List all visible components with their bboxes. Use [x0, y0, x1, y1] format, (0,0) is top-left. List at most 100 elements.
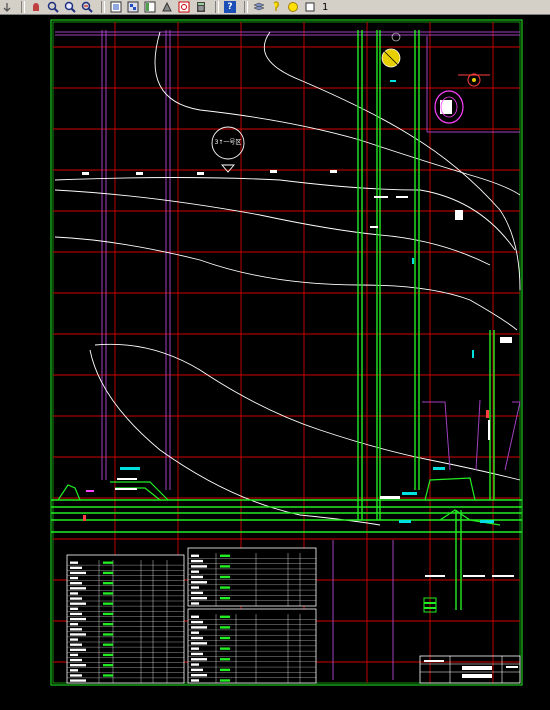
table-cell-mark: [70, 638, 78, 641]
table-cell-mark: [191, 591, 203, 595]
table-cell-mark: [70, 602, 86, 605]
table-cell-mark: [103, 664, 113, 667]
table-cell-mark: [191, 673, 207, 677]
table-cell-mark: [70, 566, 82, 569]
contour-lines: [54, 31, 521, 526]
table-cell-mark: [70, 617, 86, 621]
stair-shapes: [57, 477, 501, 526]
layer-color-icon[interactable]: [286, 1, 300, 13]
table-cell-mark: [220, 668, 230, 672]
table-cell-mark: [191, 631, 199, 634]
table-cell-mark: [191, 647, 199, 650]
quantity-table: [187, 608, 317, 684]
table-cell-mark: [103, 612, 113, 616]
table-cell-mark: [70, 664, 86, 667]
layer-state-icon[interactable]: [269, 1, 283, 13]
markup-icon[interactable]: [177, 1, 191, 13]
table-cell-mark: [191, 596, 207, 600]
table-cell-mark: [191, 559, 203, 563]
properties-icon[interactable]: [109, 1, 123, 13]
help-icon-label: ?: [224, 1, 236, 13]
table-cell-mark: [191, 642, 207, 645]
table-cell-mark: [220, 565, 230, 568]
table-cell-mark: [70, 658, 82, 662]
table-cell-mark: [191, 663, 199, 666]
pan-hand-icon[interactable]: [29, 1, 43, 13]
layer-manager-icon[interactable]: [252, 1, 266, 13]
table-cell-mark: [103, 592, 113, 595]
green-horizontal-band: [51, 499, 522, 533]
table-cell-mark: [103, 643, 113, 646]
table-cell-mark: [103, 602, 113, 605]
table-cell-mark: [220, 658, 230, 661]
sheet-set-icon[interactable]: [160, 1, 174, 13]
purple-road-lines: [55, 30, 520, 680]
zoom-previous-icon[interactable]: [80, 1, 94, 13]
table-cell-mark: [103, 561, 113, 564]
table-cell-mark: [70, 571, 86, 575]
lower-annotations: [423, 575, 514, 613]
purple-wall-shapes: [422, 399, 521, 471]
table-cell-mark: [191, 586, 199, 589]
legend-table: [187, 547, 317, 607]
table-cell-mark: [191, 658, 207, 661]
data-tables: [66, 547, 317, 684]
table-cell-mark: [70, 623, 78, 626]
table-cell-mark: [103, 623, 113, 626]
table-cell-mark: [70, 582, 82, 585]
table-cell-mark: [220, 586, 230, 589]
zone-label: 3↑一号区: [214, 139, 242, 146]
table-cell-mark: [220, 554, 230, 557]
table-cell-mark: [191, 565, 207, 568]
table-cell-mark: [70, 653, 78, 657]
table-cell-mark: [70, 587, 86, 590]
annotation-markers: [83, 80, 494, 523]
table-cell-mark: [70, 679, 86, 682]
table-cell-mark: [220, 615, 230, 618]
table-cell-mark: [70, 597, 82, 600]
table-cell-mark: [70, 628, 82, 631]
toolbar-separator: [21, 1, 25, 13]
green-corridor-lines: [357, 30, 495, 610]
tool-palettes-icon[interactable]: [143, 1, 157, 13]
table-cell-mark: [70, 643, 82, 646]
table-cell-mark: [191, 668, 203, 672]
table-cell-mark: [220, 575, 230, 579]
table-cell-mark: [70, 612, 82, 616]
cad-drawing-canvas[interactable]: [0, 15, 550, 710]
table-cell-mark: [70, 576, 78, 580]
toolbar-separator: [101, 1, 105, 13]
table-cell-mark: [70, 633, 86, 636]
help-icon[interactable]: ?: [223, 1, 237, 13]
calculator-icon[interactable]: [194, 1, 208, 13]
table-cell-mark: [70, 674, 82, 677]
table-cell-mark: [191, 679, 199, 682]
toolbar-separator: [215, 1, 219, 13]
current-layer-name[interactable]: 1: [322, 1, 329, 13]
table-cell-mark: [103, 571, 113, 575]
table-cell-mark: [191, 652, 203, 656]
table-cell-mark: [191, 602, 199, 605]
table-cell-mark: [191, 636, 203, 640]
zoom-realtime-icon[interactable]: [46, 1, 60, 13]
table-cell-mark: [220, 626, 230, 629]
table-cell-mark: [220, 679, 230, 682]
zoom-window-icon[interactable]: [63, 1, 77, 13]
table-cell-mark: [191, 570, 199, 573]
table-cell-mark: [103, 633, 113, 636]
undo-arrow-icon[interactable]: [0, 1, 14, 13]
table-cell-mark: [191, 554, 199, 557]
table-cell-mark: [70, 607, 78, 610]
table-cell-mark: [103, 653, 113, 657]
table-cell-mark: [103, 582, 113, 585]
shaft-features: [381, 32, 490, 124]
layer-freeze-icon[interactable]: [303, 1, 317, 13]
level-markers: [82, 100, 512, 440]
table-cell-mark: [191, 581, 207, 584]
design-center-icon[interactable]: [126, 1, 140, 13]
table-cell-mark: [103, 674, 113, 677]
cad-toolbar: ? 1: [0, 0, 550, 15]
table-cell-mark: [70, 561, 78, 564]
zone-marker: [211, 126, 245, 173]
table-cell-mark: [70, 592, 78, 595]
